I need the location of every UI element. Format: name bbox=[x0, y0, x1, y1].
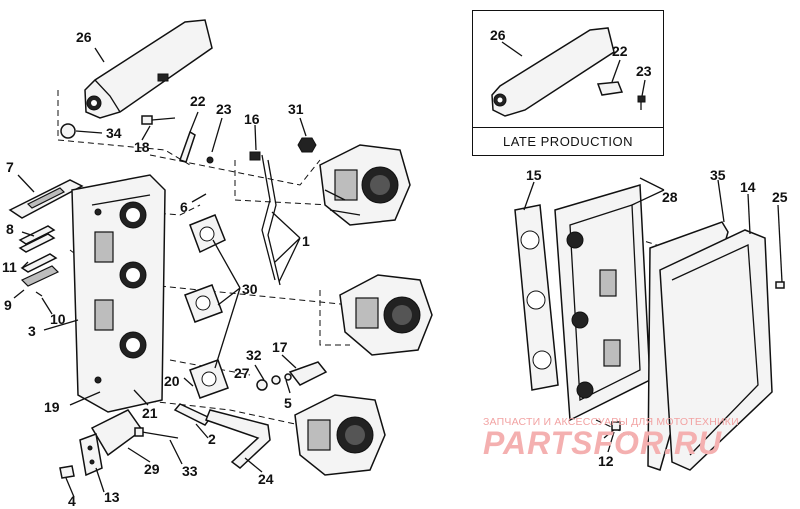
callout-17: 17 bbox=[272, 339, 288, 355]
leader-lines bbox=[13, 41, 751, 498]
reed-petals bbox=[18, 225, 60, 297]
part-22-link bbox=[179, 130, 214, 164]
part-4-screw bbox=[59, 465, 75, 479]
callout-4: 4 bbox=[68, 493, 76, 509]
watermark-logo: PARTSFOR.RU bbox=[483, 425, 723, 461]
callout-18: 18 bbox=[134, 139, 150, 155]
part-12-screw bbox=[603, 421, 621, 439]
part-3-intake-manifold bbox=[71, 174, 166, 413]
callout-35: 35 bbox=[710, 167, 726, 183]
callout-5: 5 bbox=[284, 395, 292, 411]
callout-12: 12 bbox=[598, 453, 614, 469]
callout-24: 24 bbox=[258, 471, 274, 487]
inset-part-23 bbox=[637, 95, 646, 110]
callout-10: 10 bbox=[50, 311, 66, 327]
callout-33: 33 bbox=[182, 463, 198, 479]
callout-6: 6 bbox=[180, 199, 188, 215]
carburetor-middle bbox=[339, 274, 433, 356]
carburetor-top bbox=[319, 144, 411, 226]
late-production-label: LATE PRODUCTION bbox=[473, 127, 663, 155]
part-34-ball bbox=[60, 123, 76, 139]
callout-28: 28 bbox=[662, 189, 678, 205]
inset-callout-22: 22 bbox=[612, 43, 628, 59]
callout-1: 1 bbox=[302, 233, 310, 249]
part-33-screw bbox=[134, 427, 179, 439]
callout-2: 2 bbox=[208, 431, 216, 447]
inset-part-26 bbox=[491, 27, 615, 117]
callout-23: 23 bbox=[216, 101, 232, 117]
callout-9: 9 bbox=[4, 297, 12, 313]
part-24-hose bbox=[205, 409, 271, 469]
callout-32: 32 bbox=[246, 347, 262, 363]
part-1-linkage-rods bbox=[249, 151, 281, 286]
callout-20: 20 bbox=[164, 373, 180, 389]
part-7-reed-plate bbox=[8, 179, 84, 219]
part-14-cover bbox=[659, 229, 773, 471]
part-26-bracket bbox=[84, 19, 213, 119]
callout-34: 34 bbox=[106, 125, 122, 141]
part-30-gaskets bbox=[184, 214, 229, 399]
callout-31: 31 bbox=[288, 101, 304, 117]
callout-29: 29 bbox=[144, 461, 160, 477]
part-13-plate bbox=[79, 432, 103, 477]
callout-8: 8 bbox=[6, 221, 14, 237]
callout-16: 16 bbox=[244, 111, 260, 127]
callout-13: 13 bbox=[104, 489, 120, 505]
callout-27: 27 bbox=[234, 365, 250, 381]
callout-3: 3 bbox=[28, 323, 36, 339]
part-18-screw bbox=[141, 115, 176, 125]
inset-callout-23: 23 bbox=[636, 63, 652, 79]
callout-19: 19 bbox=[44, 399, 60, 415]
callout-30: 30 bbox=[242, 281, 258, 297]
callout-25: 25 bbox=[772, 189, 788, 205]
callout-15: 15 bbox=[526, 167, 542, 183]
carburetor-bottom bbox=[294, 394, 386, 476]
callout-14: 14 bbox=[740, 179, 756, 195]
part-15-gasket bbox=[514, 204, 559, 391]
callout-22: 22 bbox=[190, 93, 206, 109]
callout-7: 7 bbox=[6, 159, 14, 175]
part-25-screw bbox=[775, 204, 785, 289]
callout-21: 21 bbox=[142, 405, 158, 421]
inset-callout-26: 26 bbox=[490, 27, 506, 43]
callout-26: 26 bbox=[76, 29, 92, 45]
callout-11: 11 bbox=[2, 259, 17, 275]
callout-numbers: 26 34 18 22 23 16 31 7 6 8 11 9 10 3 1 3… bbox=[2, 27, 788, 509]
watermark-tagline: ЗАПЧАСТИ И АКСЕССУАРЫ ДЛЯ МОТОТЕХНИКИ bbox=[483, 416, 739, 428]
inset-part-22 bbox=[596, 81, 624, 96]
late-production-inset: LATE PRODUCTION bbox=[472, 10, 664, 156]
part-31-nut bbox=[297, 137, 317, 153]
part-27-washer bbox=[256, 373, 292, 391]
part-28-divider-plate bbox=[554, 184, 651, 422]
part-17-bracket bbox=[288, 361, 328, 386]
